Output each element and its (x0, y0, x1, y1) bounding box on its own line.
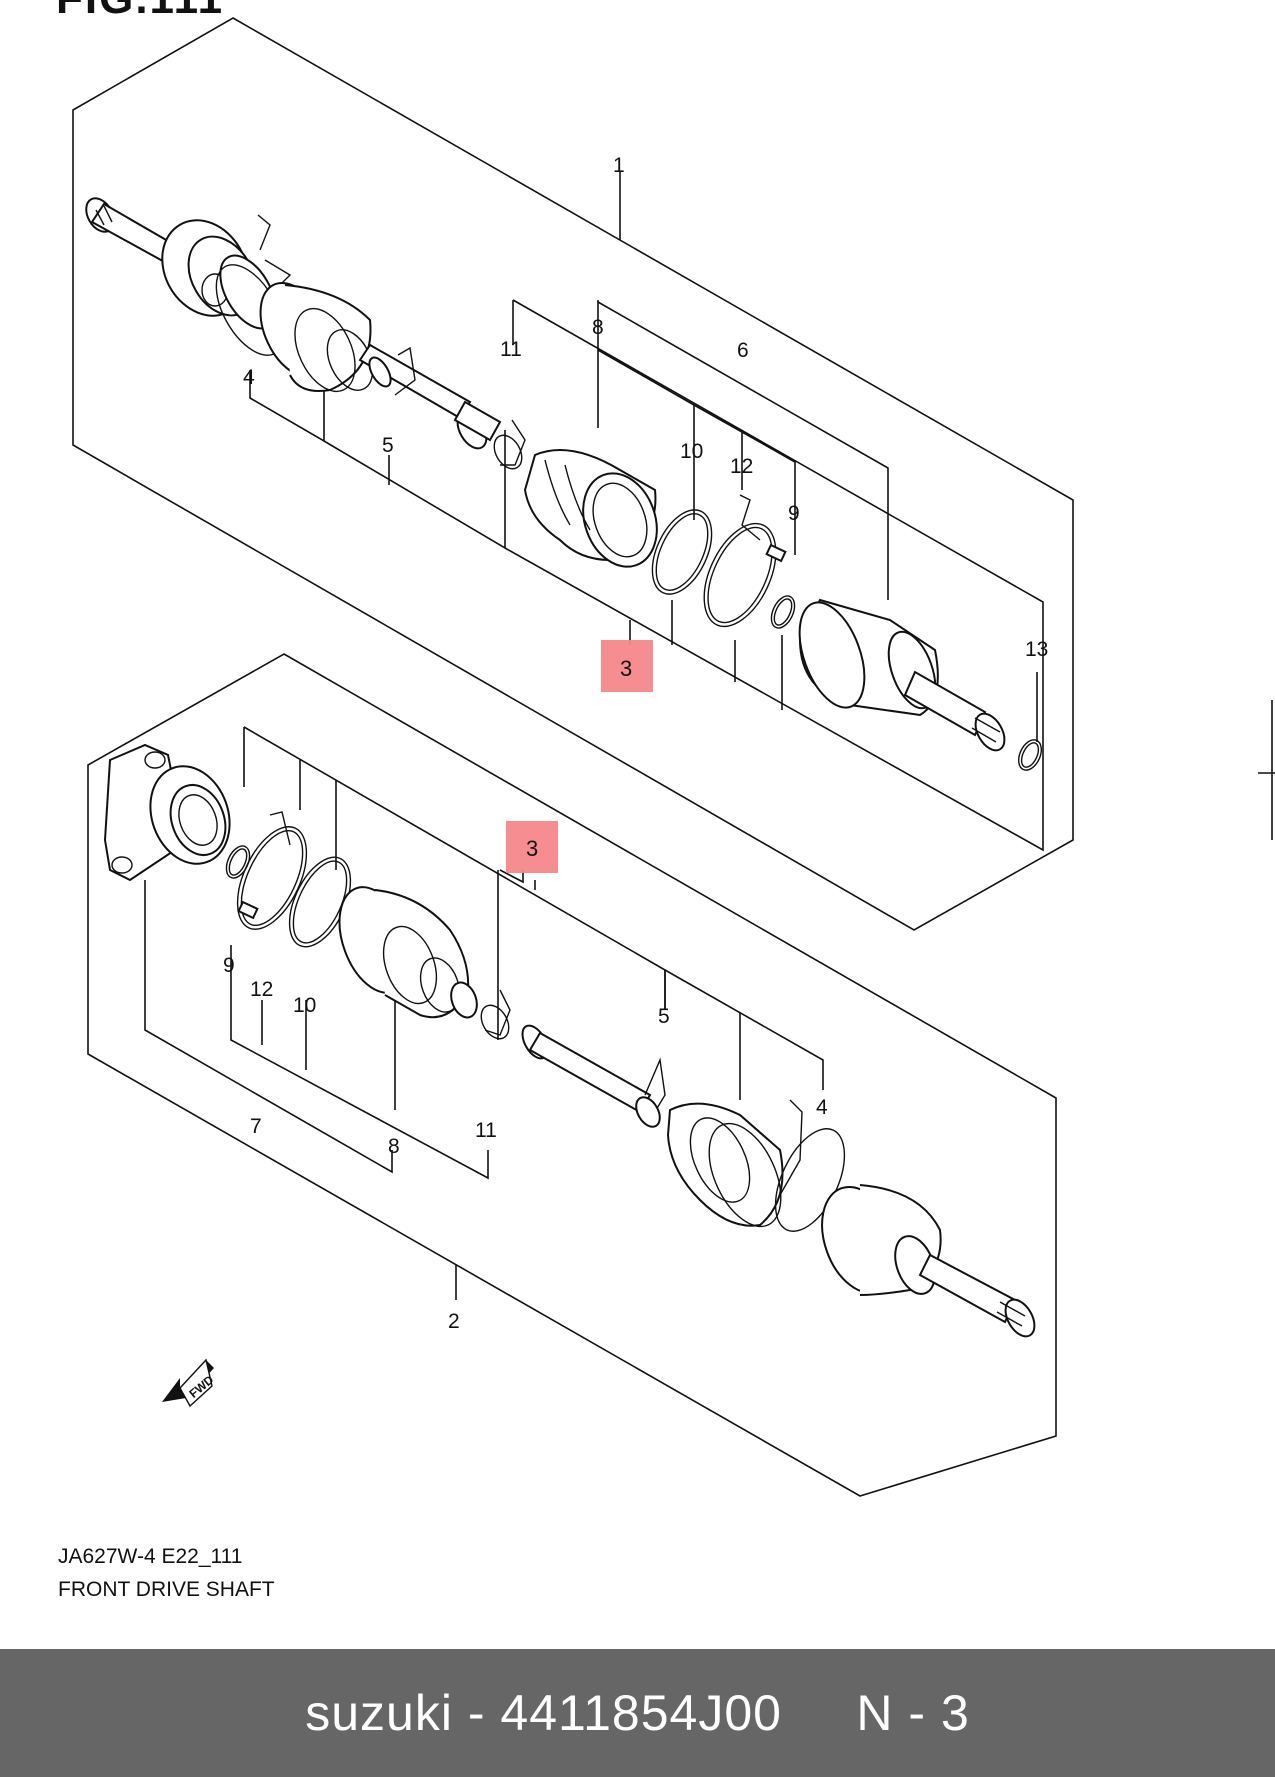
callout-upper-9: 9 (788, 502, 800, 525)
lower-middle-shaft (521, 1024, 666, 1128)
lower-leader-lines (144, 726, 824, 1300)
upper-leader-lines (249, 172, 1044, 852)
upper-inner-boot-8 (523, 449, 658, 568)
lower-highlight-3[interactable]: 3 (506, 821, 558, 873)
lower-outer-boot (666, 1099, 846, 1232)
figure-number-cut: FIG.111 (56, 0, 224, 24)
upper-middle-shaft (358, 343, 502, 450)
upper-shaft-parts (85, 197, 1043, 771)
lower-assembly-frame (87, 653, 1057, 1497)
lower-flange-housing (103, 743, 231, 882)
highlight-lower-label: 3 (526, 836, 538, 861)
upper-circlip-9 (770, 595, 796, 629)
callout-upper-1: 1 (613, 154, 625, 177)
callout-upper-6: 6 (737, 339, 749, 362)
callout-lower-2: 2 (448, 1310, 460, 1333)
callout-lower-10: 10 (293, 994, 316, 1017)
upper-inner-cv-housing (798, 598, 1006, 752)
callout-lower-4: 4 (816, 1096, 828, 1119)
footer-part-number: suzuki - 4411854J00 N - 3 (305, 1685, 970, 1741)
callout-upper-10: 10 (680, 440, 703, 463)
callout-upper-5: 5 (382, 434, 394, 457)
lower-band-clamp-12 (236, 811, 308, 930)
upper-outer-boot (259, 281, 374, 393)
upper-assembly-frame (72, 17, 1074, 931)
callout-lower-7: 7 (250, 1115, 262, 1138)
exploded-parts-diagram: 1 4 5 11 8 6 10 12 9 13 3 (72, 17, 1275, 1497)
highlight-upper-label: 3 (620, 656, 632, 681)
callout-upper-4: 4 (243, 366, 255, 389)
upper-callouts: 1 4 5 11 8 6 10 12 9 13 (243, 154, 1048, 661)
diagram-title: FRONT DRIVE SHAFT (58, 1578, 275, 1601)
lower-shaft-parts (103, 743, 1036, 1338)
lower-small-clamp-11 (480, 989, 511, 1040)
upper-outer-cv-joint (161, 219, 277, 330)
fwd-arrow-icon: FWD (162, 1358, 217, 1408)
lower-outer-cv-joint (821, 1184, 1036, 1338)
callout-lower-8: 8 (388, 1135, 400, 1158)
lower-inner-boot-8 (338, 886, 478, 1019)
upper-circlip-13 (1017, 739, 1043, 771)
callout-lower-12: 12 (250, 978, 273, 1001)
upper-ring-clamp-10 (651, 509, 713, 595)
callout-lower-11: 11 (475, 1119, 497, 1142)
callout-upper-11: 11 (500, 338, 522, 361)
footer-bar: suzuki - 4411854J00 N - 3 (0, 1649, 1275, 1777)
callout-lower-5: 5 (658, 1005, 670, 1028)
upper-band-clamp-12 (703, 494, 787, 628)
callout-upper-13: 13 (1025, 638, 1048, 661)
callout-lower-9: 9 (223, 954, 235, 977)
callout-upper-8: 8 (592, 316, 604, 339)
lower-callouts: 9 12 10 7 8 11 5 4 2 (223, 954, 828, 1333)
right-edge-fragment (1258, 700, 1275, 840)
upper-small-clamp-11 (493, 419, 526, 470)
upper-highlight-3[interactable]: 3 (601, 640, 653, 692)
diagram-code: JA627W-4 E22_111 (58, 1545, 243, 1568)
callout-upper-12: 12 (730, 455, 753, 478)
